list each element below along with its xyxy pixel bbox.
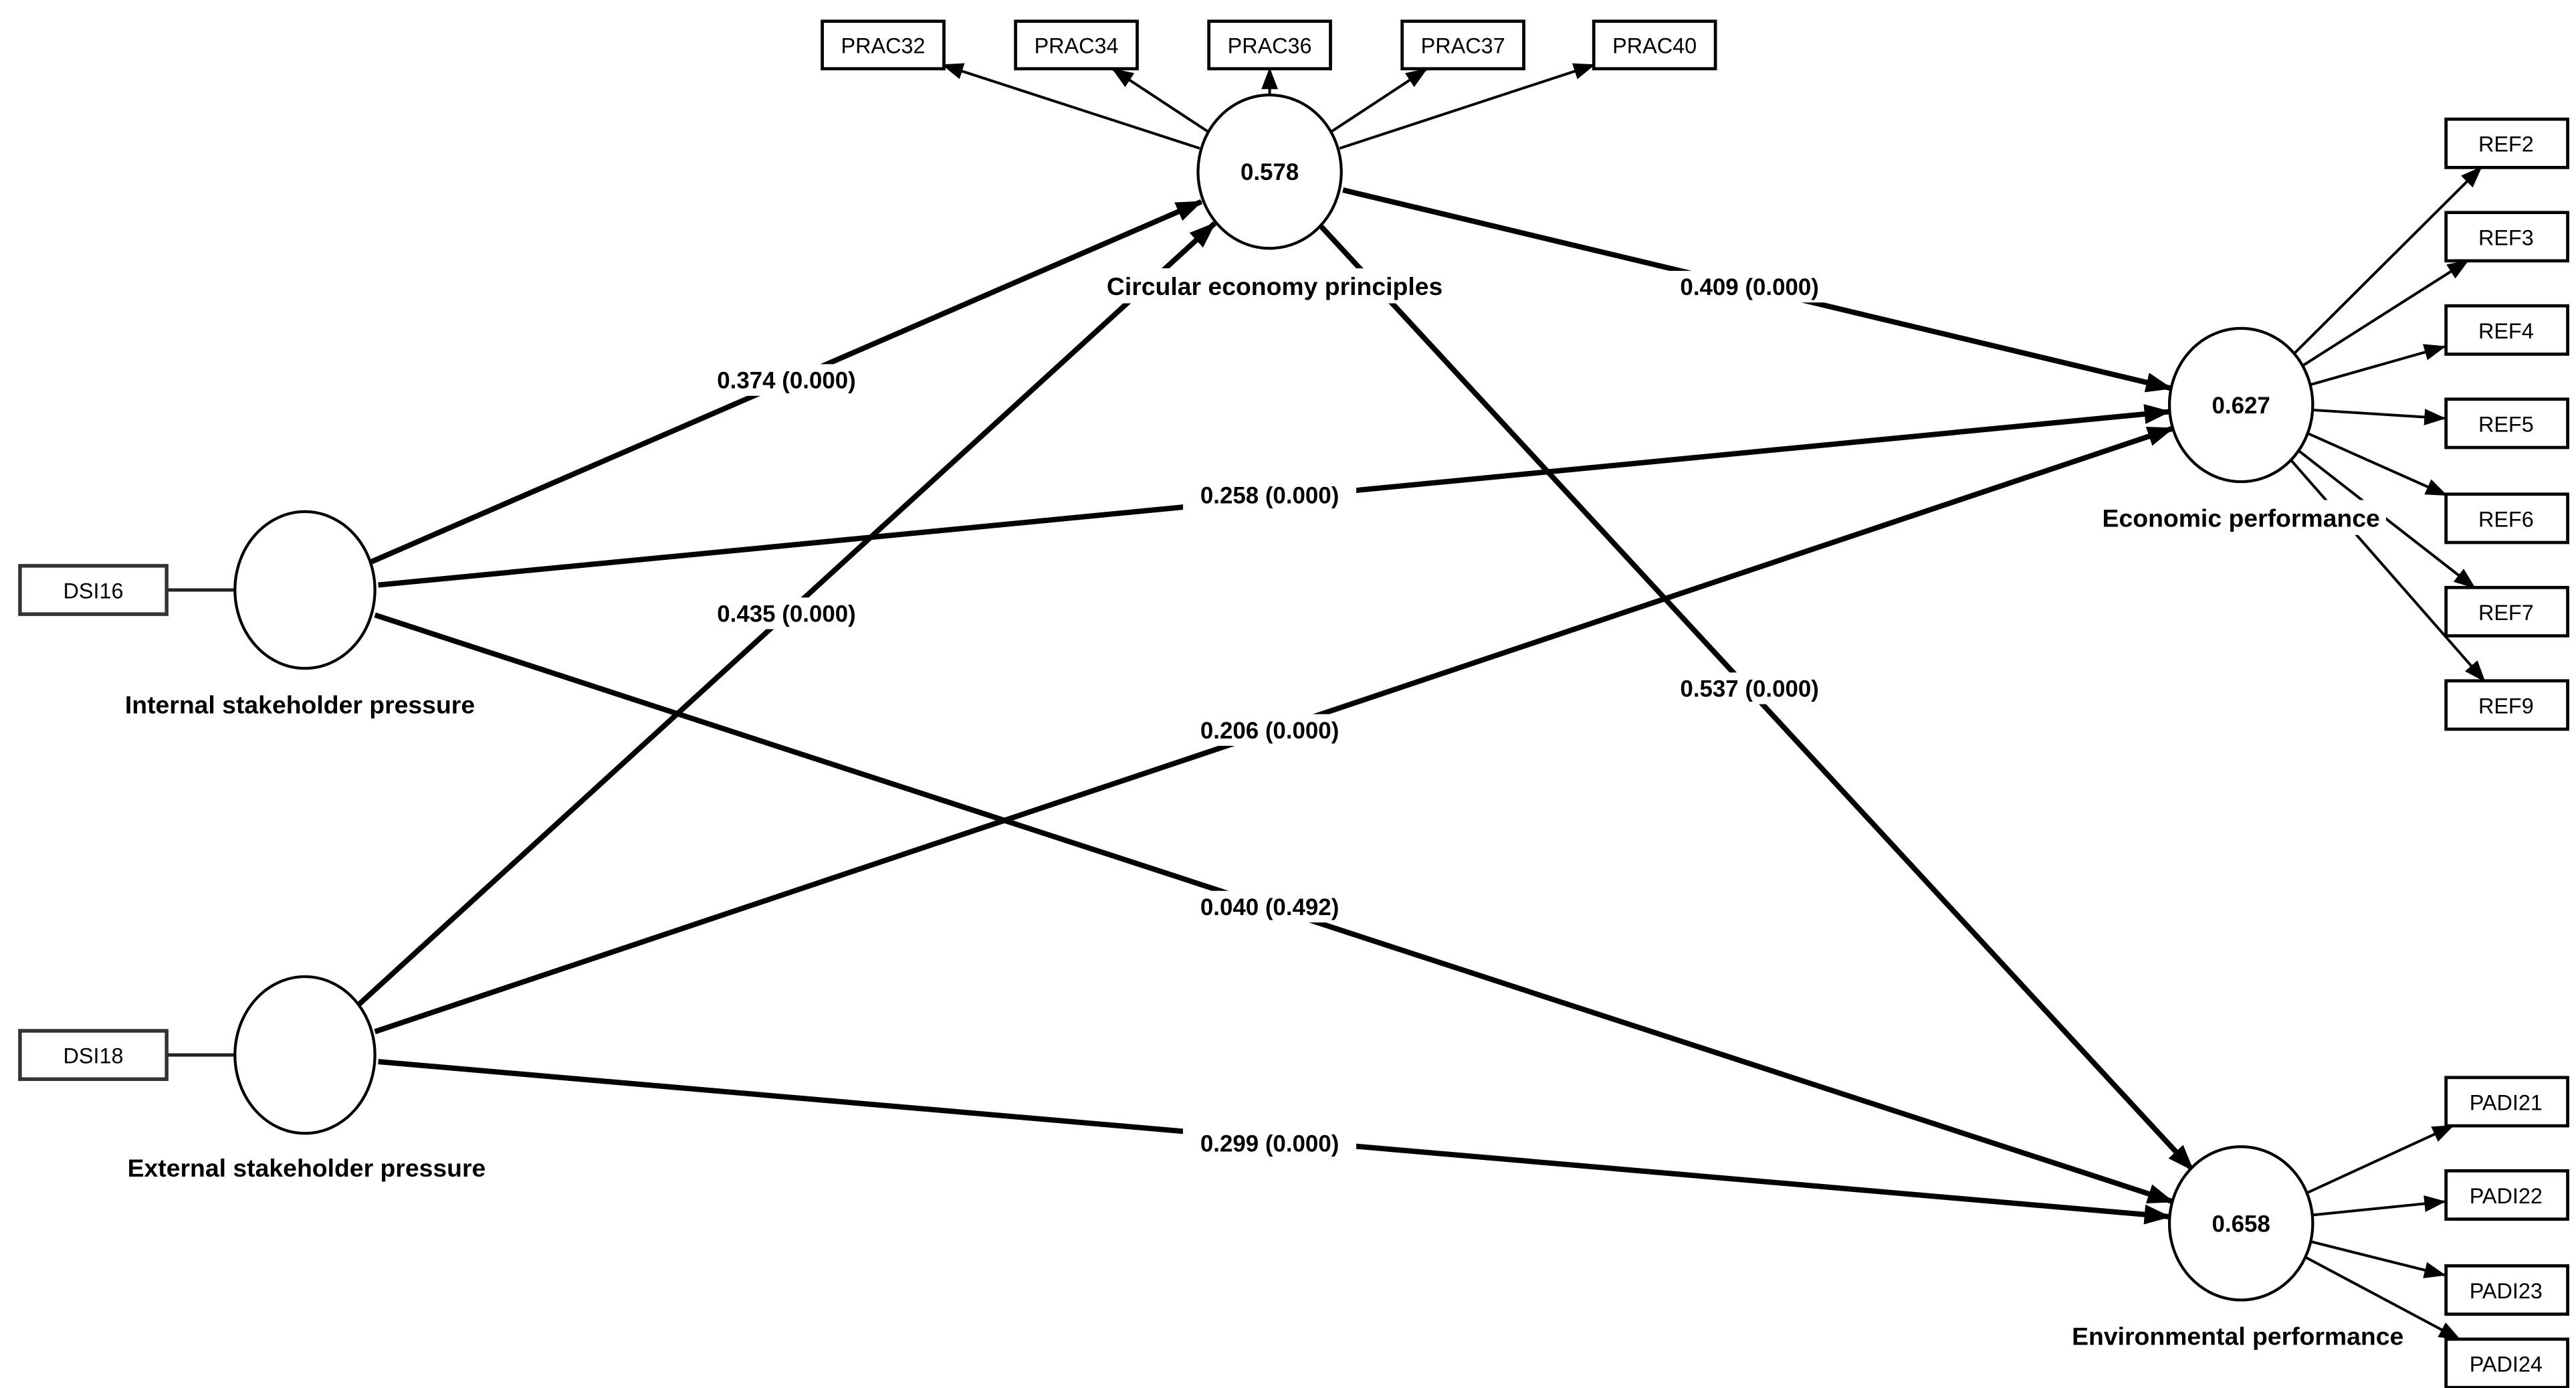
indicator-boxes-stakeholder: DSI16 DSI18: [18, 564, 169, 1082]
measurement-arrows: [167, 63, 2486, 1341]
svg-text:PADI21: PADI21: [2470, 1090, 2543, 1114]
indicator-ref4: REF4: [2444, 304, 2569, 356]
svg-text:DSI18: DSI18: [64, 1044, 124, 1068]
coef-internal-environmental: 0.040 (0.492): [1200, 894, 1339, 920]
coef-external-economic: 0.206 (0.000): [1200, 718, 1339, 744]
indicator-ref2: REF2: [2444, 117, 2569, 169]
indicator-padi23: PADI23: [2444, 1264, 2569, 1316]
arrow-eco-ref9: [2288, 457, 2486, 682]
indicator-padi21: PADI21: [2444, 1076, 2569, 1128]
svg-text:REF2: REF2: [2478, 132, 2534, 157]
latent-label: Internal stakeholder pressure: [125, 690, 475, 718]
arrow-env-padi23: [2311, 1240, 2446, 1278]
latent-label: Environmental performance: [2072, 1322, 2403, 1351]
svg-text:DSI16: DSI16: [64, 579, 124, 603]
r2-value: 0.658: [2212, 1211, 2270, 1237]
latent-circular-economy-principles: 0.578 Circular economy principles: [1107, 93, 1442, 300]
indicator-ref6: REF6: [2444, 492, 2569, 544]
indicator-dsi18: DSI18: [18, 1029, 169, 1082]
indicator-padi22: PADI22: [2444, 1169, 2569, 1221]
latent-economic-performance: 0.627 Economic performance: [2103, 326, 2380, 532]
arrow-cep-prac34: [1111, 68, 1209, 133]
latent-node: [233, 510, 377, 670]
indicator-boxes-economic: REF2 REF3 REF4 REF5 REF6 REF7 REF9: [2444, 117, 2569, 731]
svg-text:PRAC40: PRAC40: [1612, 34, 1697, 58]
coef-internal-economic: 0.258 (0.000): [1200, 482, 1339, 508]
coef-internal-cep: 0.374 (0.000): [717, 368, 855, 394]
latent-node: [233, 975, 377, 1135]
indicator-boxes-cep: PRAC32 PRAC34 PRAC36 PRAC37 PRAC40: [821, 19, 1717, 71]
arrow-cep-prac37: [1330, 68, 1428, 133]
latent-label: Circular economy principles: [1107, 272, 1442, 300]
latent-node: [2167, 1145, 2315, 1302]
label-masks: [116, 268, 2409, 1354]
arrow-cep-prac32: [941, 63, 1200, 150]
indicator-ref5: REF5: [2444, 397, 2569, 450]
coef-external-environmental: 0.299 (0.000): [1200, 1131, 1339, 1157]
svg-text:PADI22: PADI22: [2470, 1184, 2543, 1208]
indicator-prac40: PRAC40: [1592, 19, 1717, 71]
r2-value: 0.578: [1241, 159, 1299, 185]
arrow-env-padi24: [2303, 1255, 2461, 1341]
latent-node: [1196, 93, 1343, 250]
svg-text:REF9: REF9: [2478, 694, 2534, 718]
coef-cep-economic: 0.409 (0.000): [1680, 274, 1818, 300]
indicator-prac36: PRAC36: [1207, 19, 1332, 71]
indicator-ref3: REF3: [2444, 211, 2569, 263]
svg-text:PRAC36: PRAC36: [1228, 34, 1312, 58]
structural-arrows: [356, 187, 2195, 1225]
arrow-eco-ref6: [2307, 431, 2448, 496]
indicator-ref9: REF9: [2444, 679, 2569, 731]
latent-environmental-performance: 0.658 Environmental performance: [2072, 1145, 2403, 1351]
indicator-prac32: PRAC32: [821, 19, 946, 71]
arrow-eco-ref3: [2300, 260, 2470, 368]
arrow-eco-ref2: [2292, 166, 2482, 357]
latent-node: [2167, 326, 2315, 484]
r2-value: 0.627: [2212, 393, 2270, 419]
indicator-boxes-environmental: PADI21 PADI22 PADI23 PADI24: [2444, 1076, 2569, 1388]
arrow-env-padi21: [2305, 1124, 2454, 1195]
latent-internal-stakeholder-pressure: Internal stakeholder pressure: [125, 510, 475, 718]
path-coefficient-labels: 0.374 (0.000) 0.435 (0.000) 0.258 (0.000…: [717, 274, 1819, 1157]
svg-text:REF3: REF3: [2478, 225, 2534, 250]
latent-label: External stakeholder pressure: [128, 1154, 486, 1182]
latent-label: Economic performance: [2103, 504, 2380, 532]
svg-text:PADI24: PADI24: [2470, 1353, 2543, 1377]
svg-text:PRAC34: PRAC34: [1035, 34, 1119, 58]
arrow-cep-prac40: [1339, 63, 1596, 150]
coef-cep-environmental: 0.537 (0.000): [1680, 676, 1818, 702]
arrow-eco-ref5: [2313, 408, 2446, 425]
indicator-dsi16: DSI16: [18, 564, 169, 616]
svg-text:REF6: REF6: [2478, 507, 2534, 531]
indicator-prac34: PRAC34: [1014, 19, 1139, 71]
coef-external-cep: 0.435 (0.000): [717, 601, 855, 627]
indicator-padi24: PADI24: [2444, 1337, 2569, 1388]
latent-external-stakeholder-pressure: External stakeholder pressure: [128, 975, 486, 1182]
svg-text:PRAC32: PRAC32: [841, 34, 926, 58]
svg-text:PADI23: PADI23: [2470, 1279, 2543, 1303]
svg-text:REF4: REF4: [2478, 319, 2534, 343]
indicator-ref7: REF7: [2444, 585, 2569, 637]
svg-text:REF5: REF5: [2478, 412, 2534, 436]
arrow-eco-ref4: [2309, 344, 2446, 387]
indicator-prac37: PRAC37: [1400, 19, 1525, 71]
svg-text:PRAC37: PRAC37: [1421, 34, 1505, 58]
arrow-env-padi22: [2313, 1195, 2446, 1217]
svg-text:REF7: REF7: [2478, 601, 2534, 625]
